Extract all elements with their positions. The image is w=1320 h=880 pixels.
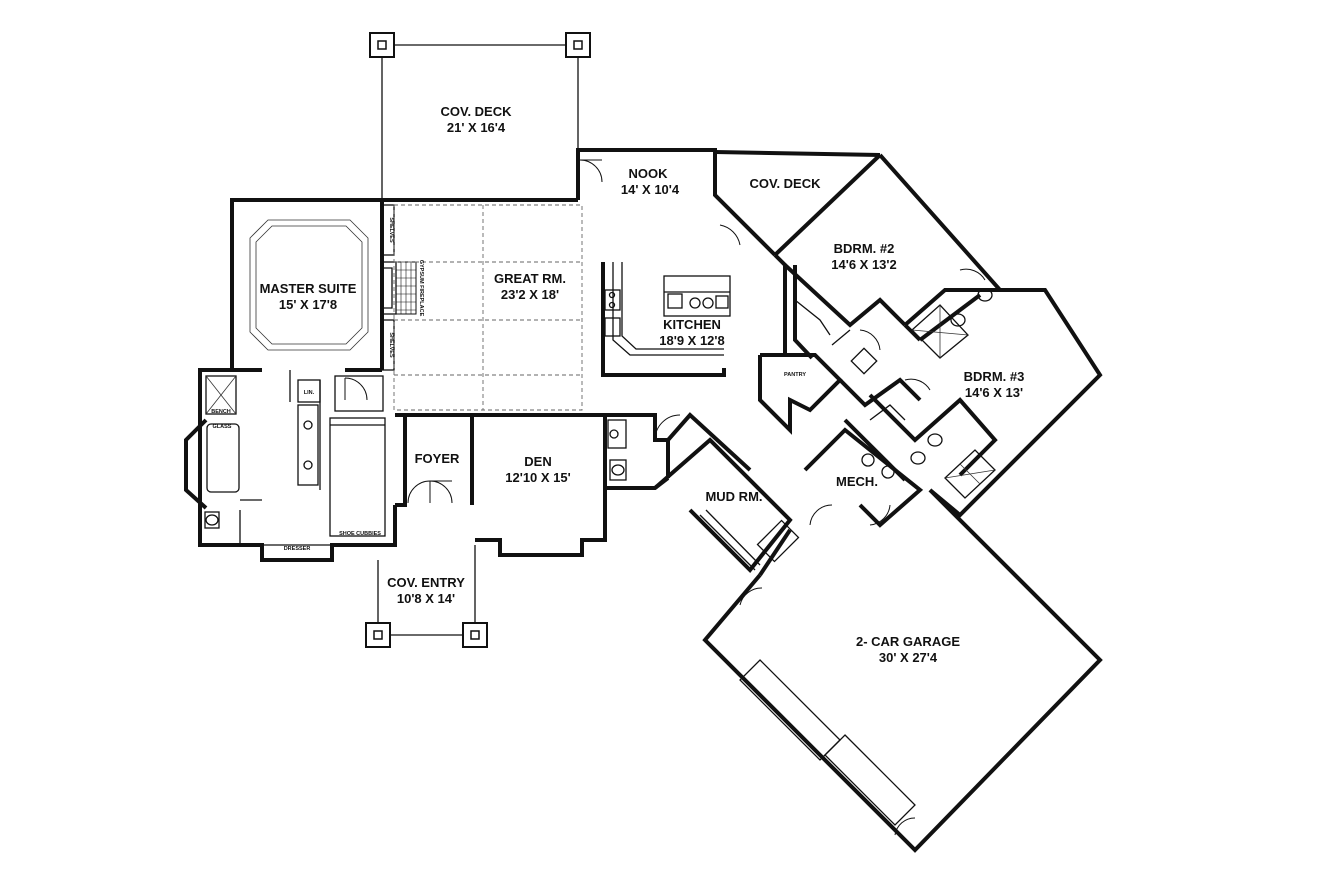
label-bench: BENCH (211, 409, 231, 415)
room-size-cov-entry: 10'8 X 14' (397, 591, 455, 606)
label-pantry: PANTRY (784, 372, 806, 378)
room-size-den: 12'10 X 15' (505, 470, 570, 485)
fixture-labels: SHELVES SHELVES GYPSUM FIREPLACE PANTRY … (211, 217, 806, 552)
room-name-nook: NOOK (629, 166, 669, 181)
label-shelves-bottom: SHELVES (388, 332, 394, 358)
post-icon (369, 32, 395, 58)
bedroom-wing-walls (719, 153, 1103, 518)
garage-walls (702, 488, 1103, 853)
entry-structure (365, 545, 488, 648)
room-name-mech: MECH. (836, 474, 878, 489)
room-size-garage: 30' X 27'4 (879, 650, 938, 665)
post-icon (565, 32, 591, 58)
label-linen: LIN. (304, 390, 315, 396)
label-glass: GLASS (213, 424, 232, 430)
fireplace-column (381, 204, 417, 371)
great-room-beams (382, 198, 583, 411)
kitchen-fixtures (601, 262, 731, 377)
room-size-cov-deck-rear: 21' X 16'4 (447, 120, 506, 135)
room-name-foyer: FOYER (415, 451, 460, 466)
room-name-mud-room: MUD RM. (705, 489, 762, 504)
room-size-great-room: 23'2 X 18' (501, 287, 559, 302)
room-name-bedroom2: BDRM. #2 (834, 241, 895, 256)
post-icon (365, 622, 391, 648)
tray-ceiling (249, 219, 369, 351)
room-name-great-room: GREAT RM. (494, 271, 566, 286)
label-shelves-top: SHELVES (388, 217, 394, 243)
room-name-den: DEN (524, 454, 551, 469)
rear-deck-structure (369, 32, 591, 200)
room-size-nook: 14' X 10'4 (621, 182, 680, 197)
room-name-cov-deck-rear: COV. DECK (440, 104, 512, 119)
central-walls (395, 148, 881, 557)
room-size-bedroom3: 14'6 X 13' (965, 385, 1023, 400)
room-size-bedroom2: 14'6 X 13'2 (831, 257, 896, 272)
label-shoe-cubbies: SHOE CUBBIES (339, 531, 381, 537)
post-icon (462, 622, 488, 648)
master-wing-walls (184, 198, 397, 562)
room-name-garage: 2- CAR GARAGE (856, 634, 960, 649)
room-labels: COV. DECK 21' X 16'4 NOOK 14' X 10'4 COV… (260, 104, 1025, 665)
room-size-kitchen: 18'9 X 12'8 (659, 333, 724, 348)
mudroom-walls (653, 412, 924, 573)
room-name-cov-entry: COV. ENTRY (387, 575, 465, 590)
room-name-bedroom3: BDRM. #3 (964, 369, 1025, 384)
label-fireplace: GYPSUM FIREPLACE (418, 260, 424, 317)
label-dresser: DRESSER (284, 546, 311, 552)
room-size-master-suite: 15' X 17'8 (279, 297, 337, 312)
room-name-cov-deck-side: COV. DECK (749, 176, 821, 191)
room-name-master-suite: MASTER SUITE (260, 281, 357, 296)
room-name-kitchen: KITCHEN (663, 317, 721, 332)
